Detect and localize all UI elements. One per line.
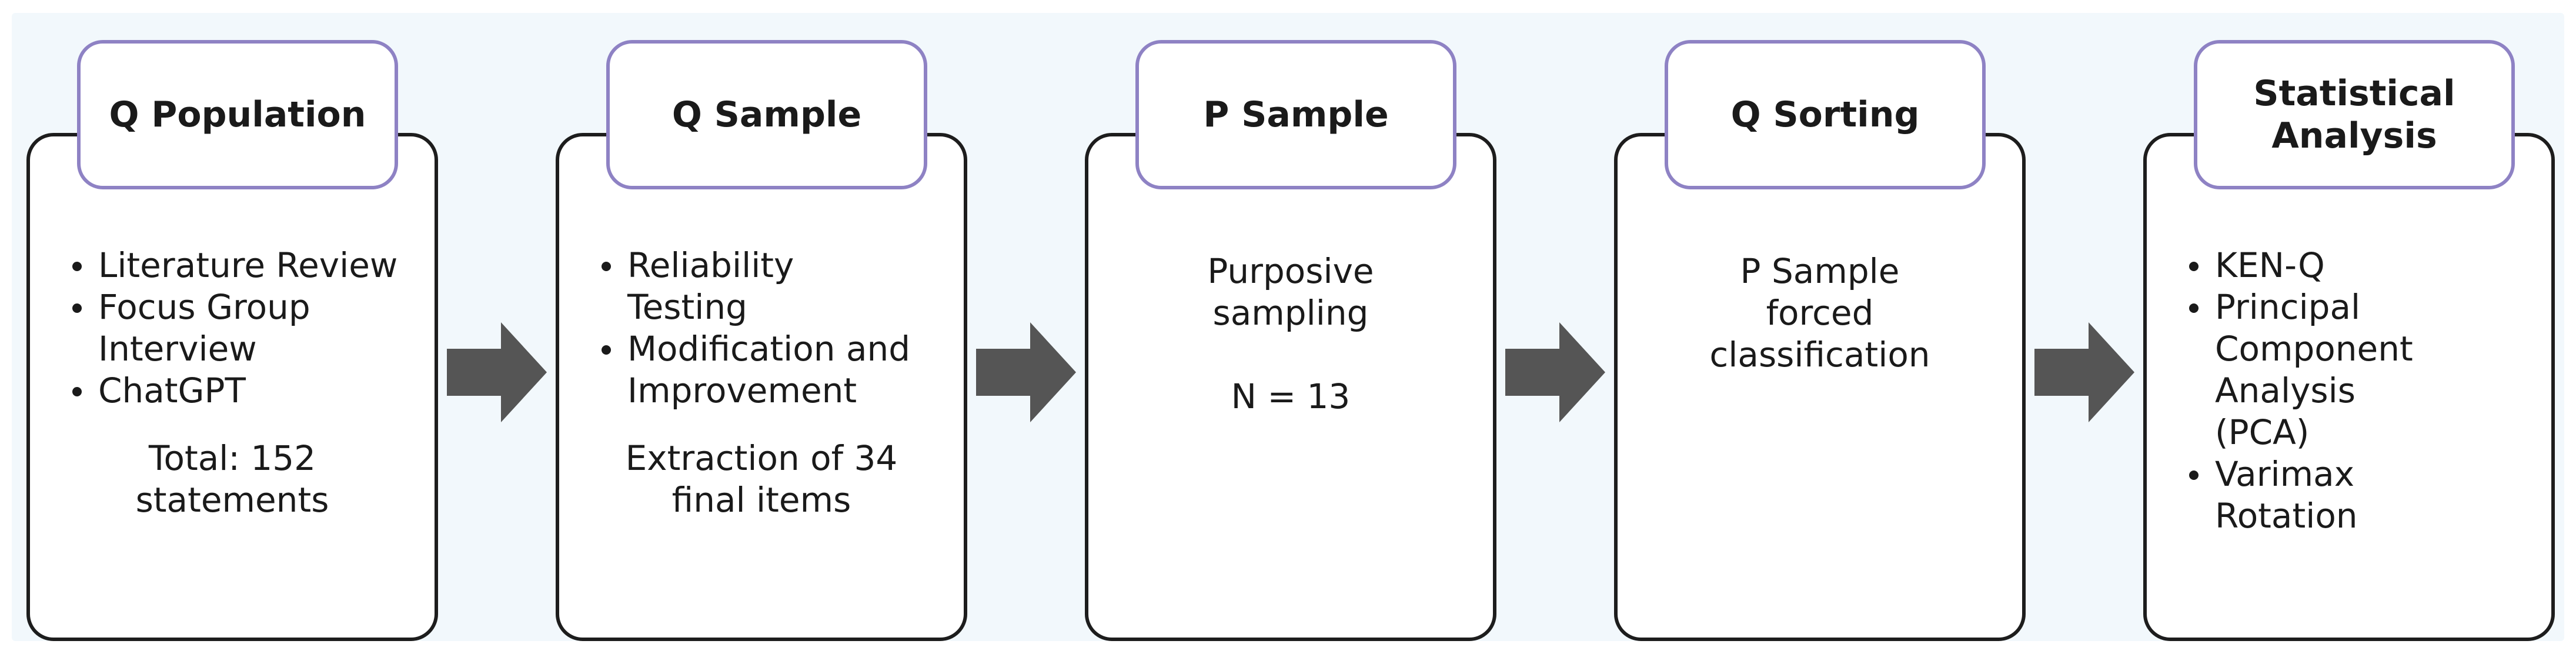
list-item: KEN-Q: [2161, 245, 2537, 286]
stage-note: Total: 152 statements: [135, 438, 329, 520]
bullet-list: Reliability Testing Modification and Imp…: [573, 245, 950, 412]
stage-title: Statistical Analysis: [2194, 40, 2515, 189]
sorting-method: P Sample forced classification: [1709, 251, 1930, 375]
right-arrow-icon: [976, 322, 1076, 422]
stage-content: Literature Review Focus Group Interview …: [44, 245, 420, 521]
stage-q-sorting: Q Sorting P Sample forced classification: [1614, 27, 2026, 641]
sample-size: N = 13: [1231, 376, 1351, 416]
stage-content: Reliability Testing Modification and Imp…: [573, 245, 950, 521]
list-item: Principal Component Analysis (PCA): [2161, 286, 2537, 453]
bullet-list: KEN-Q Principal Component Analysis (PCA)…: [2161, 245, 2537, 537]
bullet-list: Literature Review Focus Group Interview …: [44, 245, 420, 412]
list-item: Modification and Improvement: [573, 328, 950, 412]
stage-box: [1614, 133, 2026, 641]
stage-box: [2143, 133, 2555, 641]
stage-q-population: Q Population Literature Review Focus Gro…: [26, 27, 438, 641]
stage-content: KEN-Q Principal Component Analysis (PCA)…: [2161, 245, 2537, 537]
stage-box: [556, 133, 967, 641]
stage-title: Q Population: [77, 40, 398, 189]
list-item: Varimax Rotation: [2161, 453, 2537, 537]
sampling-method: Purposive sampling: [1207, 251, 1374, 333]
stage-box: [1085, 133, 1496, 641]
list-item: Reliability Testing: [573, 245, 950, 328]
list-item: Focus Group Interview: [44, 286, 420, 370]
list-item: Literature Review: [44, 245, 420, 286]
stage-note: Extraction of 34 final items: [625, 438, 898, 520]
stage-content: P Sample forced classification: [1632, 251, 2008, 376]
stage-statistical-analysis: Statistical Analysis KEN-Q Principal Com…: [2143, 27, 2555, 641]
right-arrow-icon: [1505, 322, 1605, 422]
stage-q-sample: Q Sample Reliability Testing Modificatio…: [556, 27, 967, 641]
stage-title: Q Sorting: [1665, 40, 1986, 189]
stage-p-sample: P Sample Purposive sampling N = 13: [1085, 27, 1496, 641]
stage-title: Q Sample: [606, 40, 927, 189]
right-arrow-icon: [447, 322, 547, 422]
list-item: ChatGPT: [44, 370, 420, 412]
stage-box: [26, 133, 438, 641]
stage-title: P Sample: [1135, 40, 1456, 189]
right-arrow-icon: [2034, 322, 2134, 422]
stage-content: Purposive sampling N = 13: [1102, 251, 1479, 418]
